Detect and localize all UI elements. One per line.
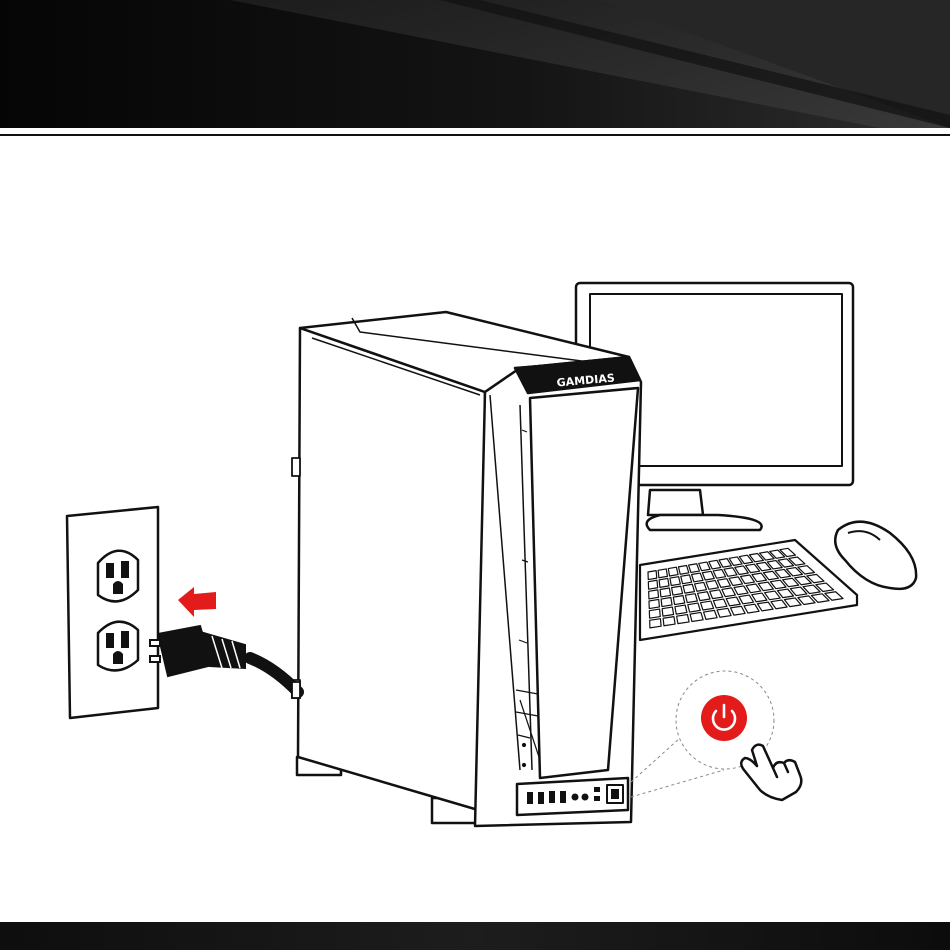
keyboard-key (661, 598, 672, 607)
header-graphic (0, 0, 950, 140)
keyboard-key (649, 590, 659, 599)
keyboard-key (717, 608, 731, 617)
footer-bar (0, 922, 950, 950)
arrow-left-icon (178, 587, 216, 617)
keyboard-key (673, 596, 684, 605)
keyboard-key (677, 615, 689, 624)
keyboard-key (685, 594, 697, 603)
keyboard-key (662, 607, 673, 616)
mouse-body (835, 522, 916, 589)
keyboard-key (668, 567, 678, 576)
keyboard-key (704, 610, 718, 619)
outlet-plate (67, 507, 158, 718)
keyboard-key (688, 603, 700, 612)
tower-side-panel (298, 328, 485, 812)
keyboard-key (658, 569, 667, 578)
keyboard-key (650, 619, 661, 628)
power-plug (150, 626, 245, 676)
mouse (835, 522, 916, 589)
keyboard-key (663, 617, 675, 626)
keyboard-key (695, 582, 707, 591)
illustration-canvas: GAMDIAS (0, 140, 950, 922)
keyboard (640, 540, 857, 640)
keyboard-key (648, 571, 657, 580)
keyboard-key (683, 584, 694, 593)
header-banner (0, 0, 950, 140)
keyboard-key (678, 565, 688, 574)
power-cord (150, 626, 300, 698)
keyboard-key (670, 577, 680, 586)
keyboard-key (659, 578, 669, 587)
keyboard-key (689, 564, 700, 573)
monitor-base (647, 515, 762, 530)
tower-front-panel (475, 357, 641, 826)
setup-illustration: GAMDIAS (0, 140, 950, 922)
wall-outlet (67, 507, 158, 718)
keyboard-key (649, 609, 660, 618)
keyboard-key (701, 601, 714, 610)
power-icon (701, 695, 747, 741)
keyboard-key (649, 599, 659, 608)
keyboard-key (681, 575, 692, 584)
keyboard-key (692, 573, 703, 582)
keyboard-key (648, 580, 657, 589)
keyboard-key (690, 612, 703, 621)
keyboard-key (660, 588, 670, 597)
pc-tower: GAMDIAS (292, 312, 641, 826)
monitor-neck (648, 490, 703, 515)
keyboard-key (698, 592, 710, 601)
outlet-socket-bottom (98, 622, 138, 671)
keyboard-key (672, 586, 683, 595)
keyboard-key (675, 605, 687, 614)
outlet-socket-top (98, 551, 138, 602)
keyboard-key (713, 599, 727, 608)
